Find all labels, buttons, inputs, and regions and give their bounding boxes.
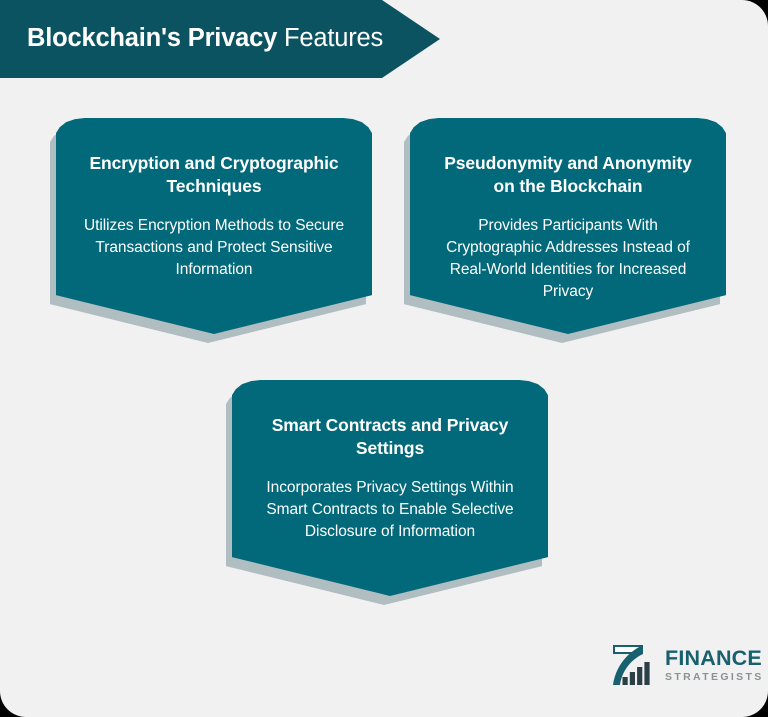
card-body: Encryption and Cryptographic Techniques … bbox=[56, 118, 372, 334]
bridge-chart-icon bbox=[613, 645, 650, 685]
logo-wordmark: FINANCE STRATEGISTS bbox=[665, 645, 764, 683]
logo-word-strategists: STRATEGISTS bbox=[665, 671, 764, 683]
card-description: Incorporates Privacy Settings Within Sma… bbox=[266, 478, 514, 540]
feature-card-encryption: Encryption and Cryptographic Techniques … bbox=[50, 118, 372, 343]
finance-strategists-logo: FINANCE STRATEGISTS bbox=[612, 644, 764, 686]
page-title-regular: Features bbox=[277, 24, 384, 53]
card-body: Pseudonymity and Anonymity on the Blockc… bbox=[410, 118, 726, 334]
card-description: Utilizes Encryption Methods to Secure Tr… bbox=[83, 216, 345, 278]
header-banner: Blockchain's Privacy Features bbox=[0, 0, 440, 78]
card-title: Pseudonymity and Anonymity on the Blockc… bbox=[444, 153, 692, 197]
feature-card-pseudonymity: Pseudonymity and Anonymity on the Blockc… bbox=[404, 118, 726, 343]
card-title: Smart Contracts and Privacy Settings bbox=[271, 415, 509, 459]
feature-card-smart-contracts: Smart Contracts and Privacy Settings Inc… bbox=[226, 380, 548, 605]
logo-word-finance: FINANCE bbox=[665, 645, 762, 670]
card-body: Smart Contracts and Privacy Settings Inc… bbox=[232, 380, 548, 596]
page-title: Blockchain's Privacy Features bbox=[27, 26, 383, 52]
card-description: Provides Participants With Cryptographic… bbox=[446, 216, 690, 300]
card-title: Encryption and Cryptographic Techniques bbox=[89, 153, 339, 197]
page-title-bold: Blockchain's Privacy bbox=[27, 24, 278, 53]
